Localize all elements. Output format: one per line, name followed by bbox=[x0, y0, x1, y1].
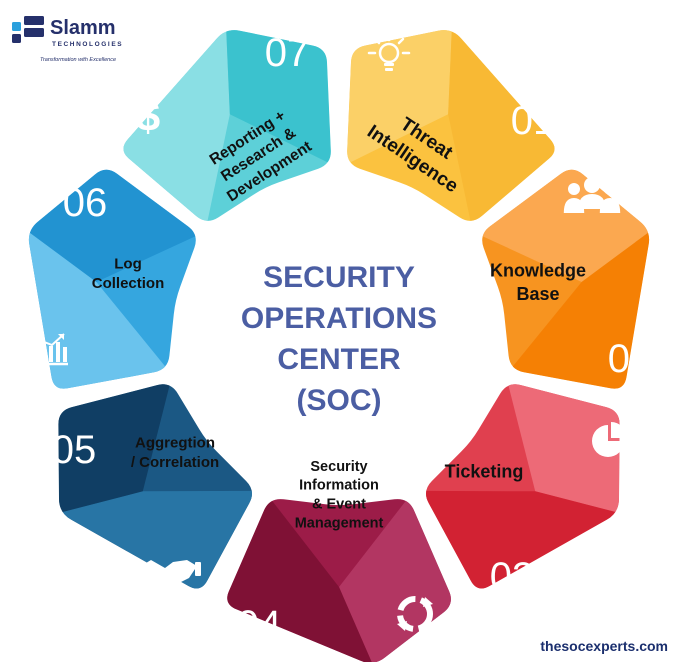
segment-label-line: Security bbox=[310, 459, 367, 475]
segment-label-line: Collection bbox=[92, 275, 165, 292]
logo-tagline: Transformation with Excellence bbox=[40, 57, 116, 63]
segment-label-line: Information bbox=[299, 478, 379, 494]
segment-number: 06 bbox=[63, 181, 108, 225]
segment-label: Ticketing bbox=[445, 461, 524, 481]
segment-label-line: Management bbox=[295, 515, 384, 531]
center-title-line-1: SECURITY bbox=[263, 261, 415, 294]
lightbulb-icon bbox=[367, 32, 411, 71]
segment-number: 07 bbox=[265, 31, 310, 75]
segment-number: 04 bbox=[237, 603, 282, 647]
center-title-line-3: CENTER bbox=[277, 343, 401, 376]
segment-label-line: Knowledge bbox=[490, 261, 586, 281]
segment-number: 02 bbox=[608, 337, 653, 381]
segment-03[interactable]: 03 Ticketing bbox=[422, 382, 627, 599]
pie-chart-icon bbox=[592, 422, 627, 457]
website-link[interactable]: thesocexperts.com bbox=[540, 638, 668, 654]
logo-subtitle: TECHNOLOGIES bbox=[52, 41, 123, 48]
segment-label-line: / Correlation bbox=[131, 454, 219, 471]
center-title-line-4: (SOC) bbox=[297, 384, 382, 417]
logo-name: Slamm bbox=[50, 17, 116, 39]
segment-label-line: Log bbox=[114, 256, 142, 273]
bar-chart-icon bbox=[28, 333, 68, 366]
segment-label: Aggregtion / Correlation bbox=[131, 435, 219, 472]
users-icon bbox=[563, 177, 621, 213]
center-title: SECURITY OPERATIONS CENTER (SOC) bbox=[241, 261, 437, 417]
logo: Slamm TECHNOLOGIES Transformation with E… bbox=[12, 16, 123, 63]
segment-label-line: Aggregtion bbox=[135, 435, 215, 452]
handshake-icon bbox=[137, 560, 201, 586]
segment-label-line: & Event bbox=[312, 497, 366, 513]
svg-text:$: $ bbox=[136, 92, 160, 141]
dollar-icon: $ bbox=[136, 92, 160, 141]
segment-label-line: Base bbox=[516, 284, 559, 304]
segment-number: 01 bbox=[511, 99, 556, 143]
segment-number: 05 bbox=[52, 428, 97, 472]
refresh-cycle-icon bbox=[397, 596, 433, 632]
segment-number: 03 bbox=[490, 555, 535, 599]
segment-05[interactable]: 05 Aggregtion / Correlation bbox=[52, 382, 256, 593]
logo-mark-icon bbox=[12, 16, 44, 43]
segment-label-line: Ticketing bbox=[445, 461, 524, 481]
center-title-line-2: OPERATIONS bbox=[241, 302, 437, 335]
